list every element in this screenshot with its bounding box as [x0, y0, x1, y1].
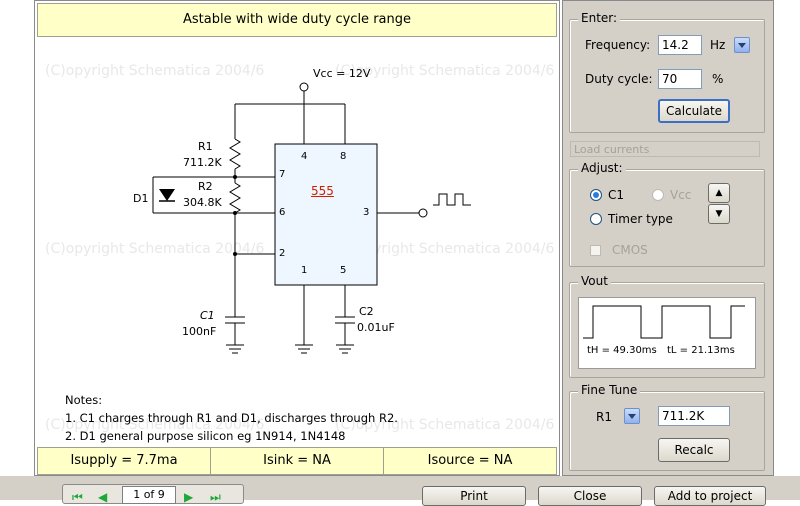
ic-555-label: 555 — [311, 184, 334, 198]
right-margin — [774, 0, 800, 500]
frequency-unit-select[interactable]: Hz — [710, 38, 726, 52]
pin-3: 3 — [363, 207, 370, 218]
c1-value: 100nF — [182, 325, 217, 338]
vout-group: Vout tH = 49.30ms tL = 21.13ms — [569, 274, 765, 378]
print-button[interactable]: Print — [422, 486, 526, 506]
watermark-2: (C)opyright Schematica 2004/6 — [335, 63, 555, 79]
vout-th-readout: tH = 49.30ms — [587, 345, 657, 356]
prev-page-icon[interactable]: ◀ — [98, 490, 108, 504]
c1-radio[interactable] — [590, 189, 602, 201]
watermark-3: (C)opyright Schematica 2004/6 — [45, 241, 265, 257]
r2-value: 304.8K — [183, 196, 222, 209]
r1-value: 711.2K — [183, 156, 222, 169]
pin-1: 1 — [301, 265, 308, 276]
recalc-button[interactable]: Recalc — [658, 438, 730, 462]
control-panel: Enter: Frequency: 14.2 Hz Duty cycle: 70… — [562, 0, 774, 476]
pin-4: 4 — [301, 151, 308, 162]
isink-readout: Isink = NA — [211, 448, 384, 474]
r1-name: R1 — [198, 140, 213, 153]
pin-8: 8 — [340, 151, 347, 162]
fine-tune-group: Fine Tune R1 711.2K Recalc — [569, 383, 765, 471]
circuit-diagram — [152, 82, 471, 354]
c1-radio-label[interactable]: C1 — [608, 188, 625, 202]
vout-waveform — [583, 305, 745, 339]
frequency-input[interactable]: 14.2 — [658, 35, 702, 55]
notes-line-1: 1. C1 charges through R1 and D1, dischar… — [65, 411, 398, 425]
schematic-panel: Astable with wide duty cycle range (C)op… — [34, 0, 560, 476]
add-to-project-button[interactable]: Add to project — [654, 486, 766, 506]
duty-cycle-input[interactable]: 70 — [658, 69, 702, 89]
enter-group-title: Enter: — [578, 11, 621, 25]
load-currents-box: Load currents — [570, 141, 760, 157]
status-bar: Isupply = 7.7ma Isink = NA Isource = NA — [37, 447, 557, 475]
vcc-radio[interactable] — [652, 189, 664, 201]
isource-readout: Isource = NA — [427, 453, 513, 468]
pin-6: 6 — [279, 207, 286, 218]
c2-name: C2 — [359, 305, 374, 318]
schematic-title: Astable with wide duty cycle range — [37, 3, 557, 37]
notes-line-2: 2. D1 general purpose silicon eg 1N914, … — [65, 429, 346, 443]
watermark-4: (C)opyright Schematica 2004/6 — [335, 241, 555, 257]
watermark-6: (C)opyright Schematica 2004/6 — [335, 417, 555, 433]
chevron-down-icon[interactable] — [624, 408, 640, 424]
fine-tune-group-title: Fine Tune — [578, 383, 641, 397]
fine-tune-component-select[interactable]: R1 — [596, 410, 612, 424]
timer-type-radio-label[interactable]: Timer type — [608, 212, 673, 226]
vout-tl-readout: tL = 21.13ms — [667, 345, 735, 356]
r2-name: R2 — [198, 180, 213, 193]
c1-name: C1 — [200, 309, 215, 322]
cmos-checkbox-label[interactable]: CMOS — [612, 243, 648, 257]
duty-cycle-label: Duty cycle: — [585, 72, 653, 86]
cmos-checkbox[interactable] — [590, 245, 601, 256]
pin-2: 2 — [279, 248, 286, 259]
duty-cycle-unit: % — [712, 72, 724, 86]
vout-display: tH = 49.30ms tL = 21.13ms — [578, 297, 756, 369]
fine-tune-value-input[interactable]: 711.2K — [658, 406, 730, 426]
spin-down-button[interactable]: ▼ — [708, 204, 730, 224]
enter-group: Enter: Frequency: 14.2 Hz Duty cycle: 70… — [569, 11, 765, 133]
isupply-readout: Isupply = 7.7ma — [38, 448, 211, 474]
notes: Notes: 1. C1 charges through R1 and D1, … — [65, 391, 398, 445]
vcc-radio-label[interactable]: Vcc — [670, 188, 692, 202]
c2-value: 0.01uF — [357, 321, 395, 334]
chevron-down-icon[interactable] — [734, 37, 750, 53]
calculate-button[interactable]: Calculate — [658, 99, 730, 123]
vcc-label: Vcc = 12V — [313, 67, 371, 80]
last-page-icon[interactable]: ⏭ — [210, 490, 221, 504]
vout-group-title: Vout — [578, 274, 611, 288]
watermark-5: (C)opyright Schematica 2004/6 — [45, 417, 265, 433]
next-page-icon[interactable]: ▶ — [184, 490, 194, 504]
bottom-bar: ⏮ ◀ 1 of 9 ▶ ⏭ Print Close Add to projec… — [0, 476, 800, 506]
adjust-group: Adjust: C1 Vcc Timer type ▲ ▼ CMOS — [569, 161, 765, 267]
close-button[interactable]: Close — [538, 486, 642, 506]
adjust-group-title: Adjust: — [578, 161, 626, 175]
d1-name: D1 — [133, 192, 149, 205]
frequency-label: Frequency: — [585, 38, 651, 52]
spin-up-button[interactable]: ▲ — [708, 183, 730, 203]
first-page-icon[interactable]: ⏮ — [72, 490, 83, 504]
pin-7: 7 — [279, 169, 286, 180]
page-indicator[interactable]: 1 of 9 — [122, 486, 176, 504]
notes-heading: Notes: — [65, 393, 103, 407]
timer-type-radio[interactable] — [590, 213, 602, 225]
watermark-1: (C)opyright Schematica 2004/6 — [45, 63, 265, 79]
pin-5: 5 — [340, 265, 347, 276]
